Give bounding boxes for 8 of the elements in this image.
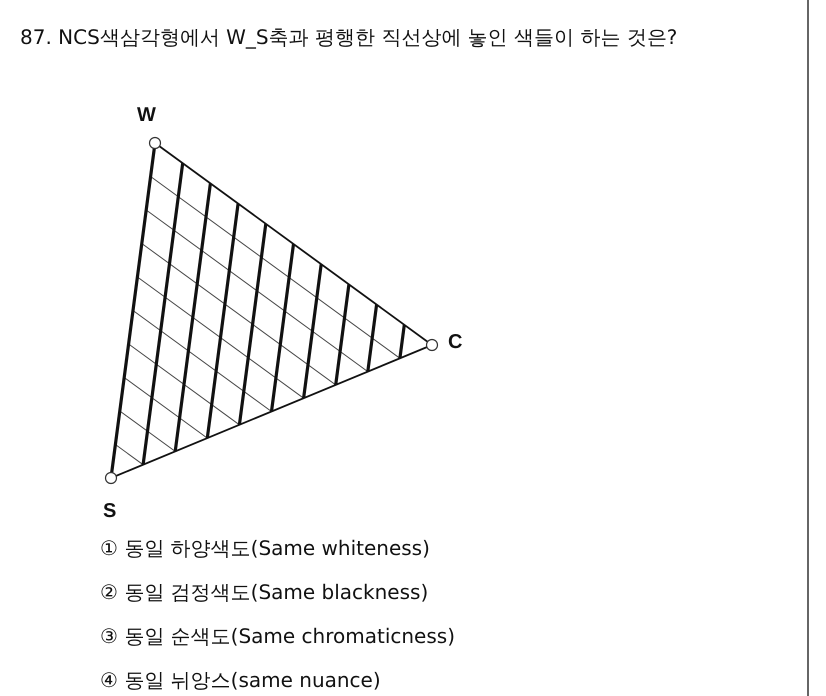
vertex-label: W: [137, 103, 156, 128]
answer-option: ① 동일 하양색도(Same whiteness): [100, 533, 430, 563]
answer-option: ③ 동일 순색도(Same chromaticness): [100, 621, 455, 651]
answer-option: ② 동일 검정색도(Same blackness): [100, 577, 428, 607]
question-text: 87. NCS색삼각형에서 W_S축과 평행한 직선상에 놓인 색들이 하는 것은?: [20, 24, 678, 51]
vertex-label: C: [448, 330, 462, 355]
vertex-label: S: [103, 499, 116, 524]
answer-option: ④ 동일 뉘앙스(same nuance): [100, 665, 381, 695]
